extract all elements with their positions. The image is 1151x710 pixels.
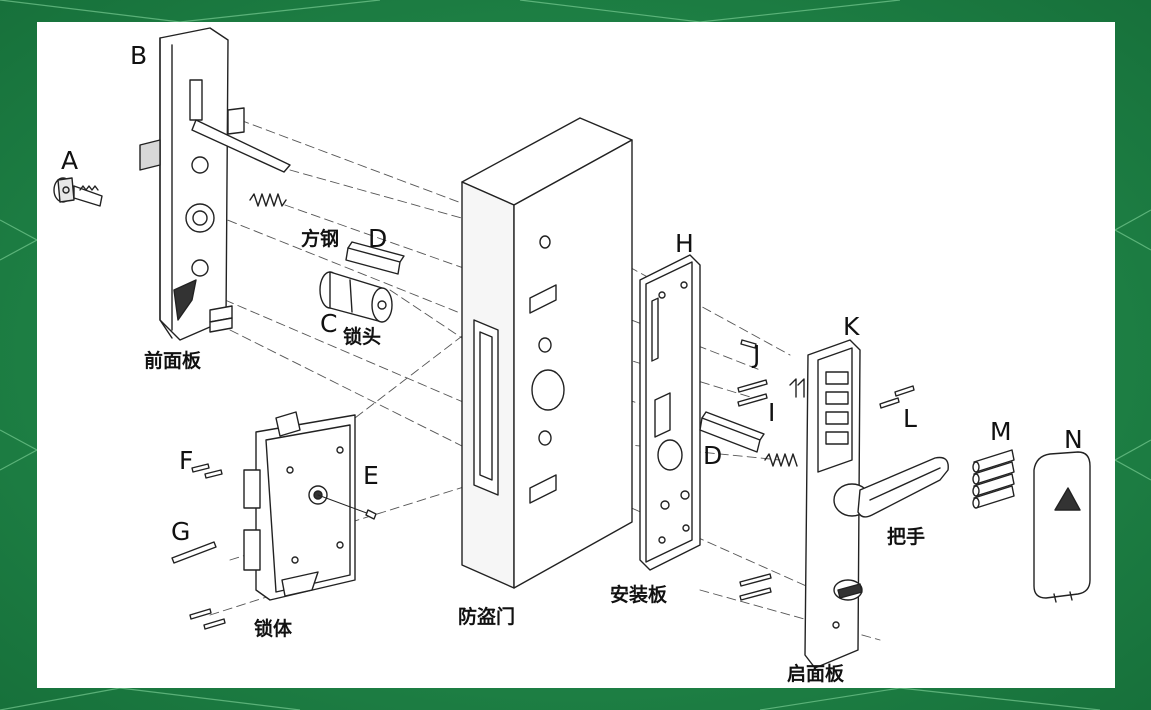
caption-front-panel: 前面板 [144, 350, 202, 372]
label-k: K [843, 312, 860, 341]
screw-l-2 [879, 397, 900, 409]
security-door [461, 117, 633, 589]
screw-g [171, 541, 217, 564]
label-i: I [768, 398, 776, 427]
screw-bottom-1 [189, 608, 212, 620]
spring-upper [249, 193, 287, 207]
key-part-a [53, 177, 103, 207]
caption-lock-cylinder: 锁头 [343, 326, 382, 348]
spring-lower [764, 453, 798, 467]
battery-cover-part-n [1033, 451, 1091, 603]
label-c: C [320, 309, 338, 338]
batteries-part-m [972, 449, 1015, 509]
screw-f-2 [204, 469, 223, 479]
screw-l-1 [894, 385, 915, 397]
caption-mounting-plate: 安装板 [610, 584, 668, 606]
square-steel-bar-lower [699, 417, 761, 453]
label-d-lower: D [703, 441, 723, 470]
label-l: L [903, 404, 917, 433]
label-e: E [363, 461, 379, 490]
screws [171, 339, 915, 630]
lock-body [243, 411, 377, 601]
label-g: G [171, 517, 191, 546]
mounting-plate-part-h [639, 254, 701, 571]
label-j: J [753, 340, 761, 369]
caption-lock-body: 锁体 [254, 618, 293, 640]
label-f: F [179, 446, 194, 475]
door-handle [833, 456, 949, 518]
front-panel-part-b [139, 27, 291, 341]
screw-bottom-2 [203, 618, 226, 630]
square-steel-bar-upper [345, 247, 401, 275]
label-h: H [675, 229, 694, 258]
screw-rear-1 [739, 573, 772, 587]
screw-rear-2 [739, 587, 772, 601]
screw-j [740, 339, 757, 349]
diagram-panel: A B C D D E F G H I J K L M N 前面板 方钢 锁头 … [37, 22, 1115, 688]
screw-f-1 [191, 463, 210, 473]
caption-handle: 把手 [887, 526, 926, 548]
label-n: N [1064, 425, 1083, 454]
label-a: A [61, 146, 79, 175]
caption-security-door: 防盗门 [458, 606, 516, 628]
label-m: M [990, 417, 1012, 446]
exploded-lock-diagram [53, 27, 1091, 669]
rear-panel-part-k [789, 339, 863, 669]
screw-i-1 [737, 379, 768, 393]
caption-rear-panel: 启面板 [787, 663, 845, 685]
label-d-upper: D [368, 224, 388, 253]
screw-i-2 [737, 393, 768, 407]
lock-cylinder-part-c [319, 271, 393, 323]
caption-square-steel: 方钢 [301, 228, 340, 250]
label-b: B [130, 41, 148, 70]
